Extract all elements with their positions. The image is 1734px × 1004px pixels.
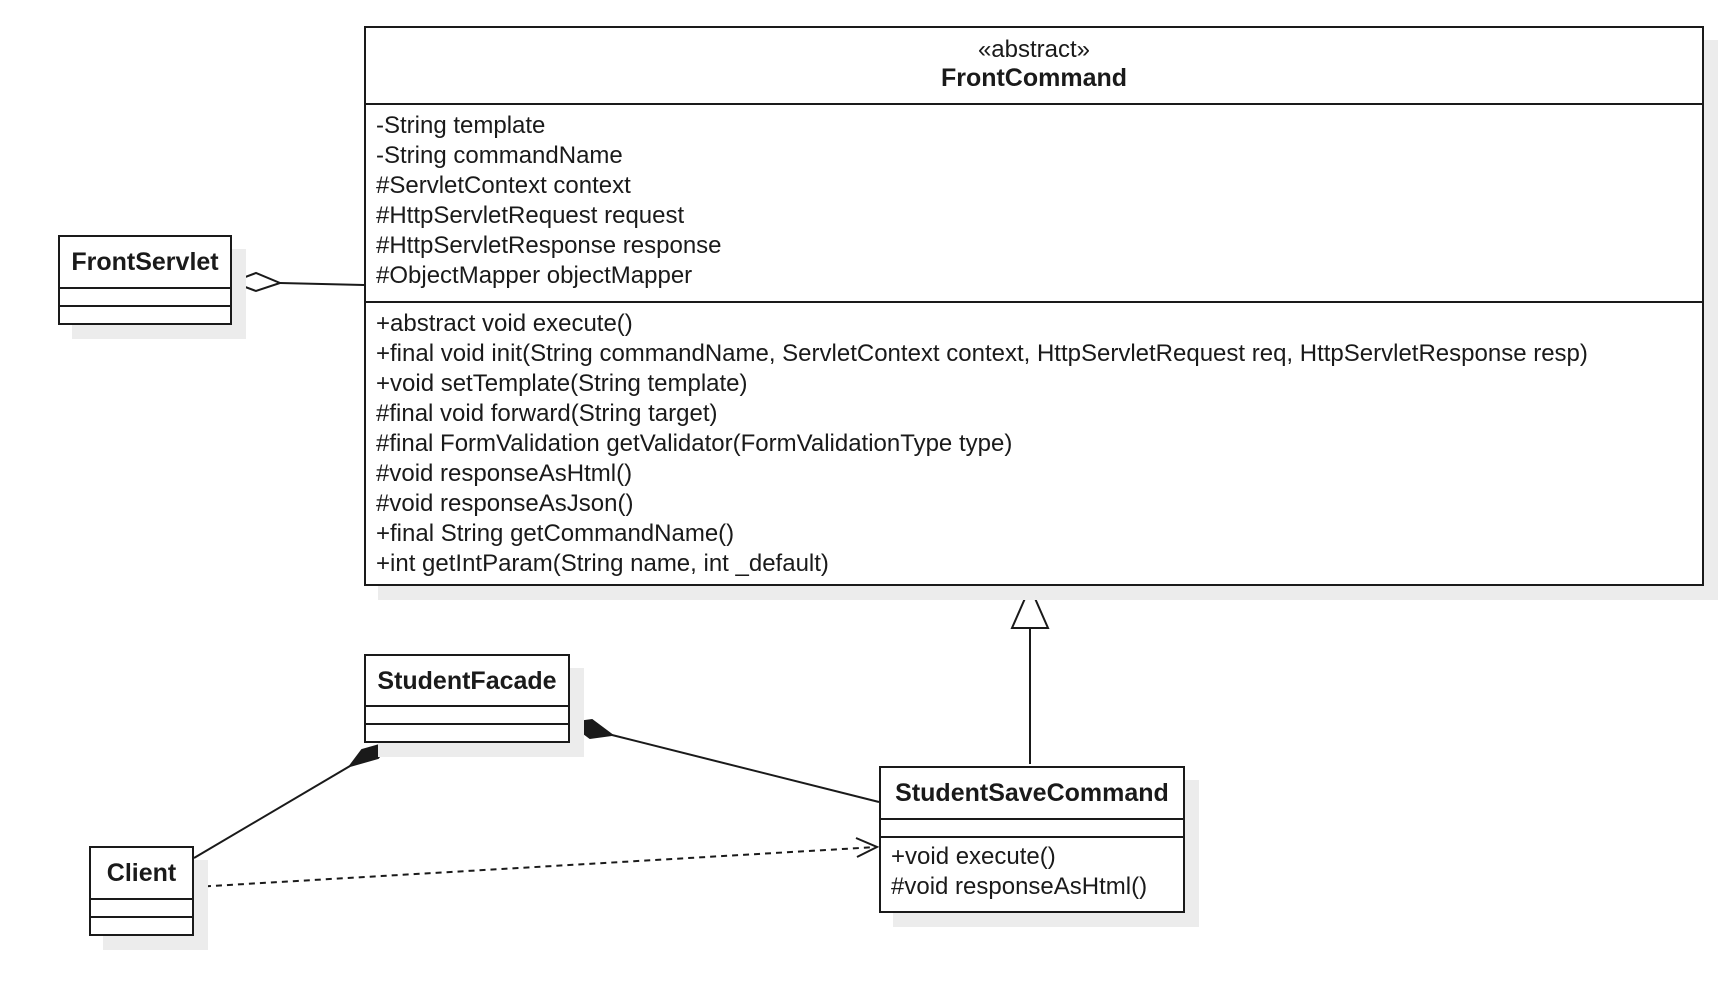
class-studentfacade-header: StudentFacade — [366, 656, 568, 707]
attribute: #HttpServletRequest request — [376, 202, 685, 229]
dependency-arrowhead-icon — [855, 837, 880, 858]
class-studentfacade-operations — [366, 725, 568, 743]
operation: #void responseAsJson() — [376, 490, 634, 517]
class-frontcommand-name: FrontCommand — [940, 64, 1128, 92]
attribute: #HttpServletResponse response — [376, 232, 722, 259]
class-frontcommand[interactable]: «abstract» FrontCommand -String template… — [364, 26, 1704, 586]
class-studentsavecommand-operations: +void execute() #void responseAsHtml() — [881, 838, 1183, 906]
class-frontservlet-operations — [60, 307, 230, 325]
class-studentfacade-attributes — [366, 707, 568, 725]
class-client-attributes — [91, 900, 192, 918]
class-studentsavecommand[interactable]: StudentSaveCommand +void execute() #void… — [879, 766, 1185, 913]
operation: #final FormValidation getValidator(FormV… — [376, 430, 1013, 457]
operation: +void setTemplate(String template) — [376, 370, 748, 397]
composition-diamond-icon — [347, 740, 393, 768]
class-frontcommand-operations: +abstract void execute() +final void ini… — [366, 303, 1702, 583]
inheritance-triangle-icon — [1010, 584, 1050, 629]
composition-studentfacade-studentsavecommand — [567, 718, 880, 803]
class-client-operations — [91, 918, 192, 936]
class-frontservlet[interactable]: FrontServlet — [58, 235, 232, 325]
operation: #void responseAsHtml() — [376, 460, 633, 487]
dependency-client-studentsavecommand — [193, 837, 880, 888]
class-client-name: Client — [106, 859, 177, 887]
composition-diamond-icon — [567, 718, 615, 740]
operation: +final String getCommandName() — [376, 520, 735, 547]
class-studentsavecommand-header: StudentSaveCommand — [881, 768, 1183, 820]
operation: +void execute() — [891, 843, 1056, 870]
generalization-studentsavecommand-frontcommand — [1010, 584, 1050, 764]
class-studentsavecommand-attributes — [881, 820, 1183, 838]
class-client-header: Client — [91, 848, 192, 900]
class-frontcommand-header: «abstract» FrontCommand — [366, 28, 1702, 105]
class-studentsavecommand-name: StudentSaveCommand — [895, 779, 1169, 807]
operation: +final void init(String commandName, Ser… — [376, 340, 1588, 367]
class-client[interactable]: Client — [89, 846, 194, 936]
class-studentfacade-name: StudentFacade — [377, 667, 557, 695]
class-studentfacade[interactable]: StudentFacade — [364, 654, 570, 743]
operation: #final void forward(String target) — [376, 400, 718, 427]
attribute: -String commandName — [376, 142, 623, 169]
class-frontservlet-name: FrontServlet — [71, 248, 219, 276]
class-frontservlet-attributes — [60, 289, 230, 307]
class-frontcommand-stereotype: «abstract» — [977, 36, 1091, 63]
composition-studentfacade-client — [193, 740, 393, 859]
class-frontservlet-header: FrontServlet — [60, 237, 230, 289]
operation: +abstract void execute() — [376, 310, 633, 337]
operation: #void responseAsHtml() — [891, 873, 1148, 900]
class-frontcommand-attributes: -String template -String commandName #Se… — [366, 105, 1702, 303]
aggregation-frontservlet-frontcommand — [229, 271, 365, 293]
attribute: #ServletContext context — [376, 172, 631, 199]
attribute: #ObjectMapper objectMapper — [376, 262, 693, 289]
operation: +int getIntParam(String name, int _defau… — [376, 550, 829, 577]
attribute: -String template — [376, 112, 546, 139]
aggregation-diamond-icon — [229, 271, 283, 293]
